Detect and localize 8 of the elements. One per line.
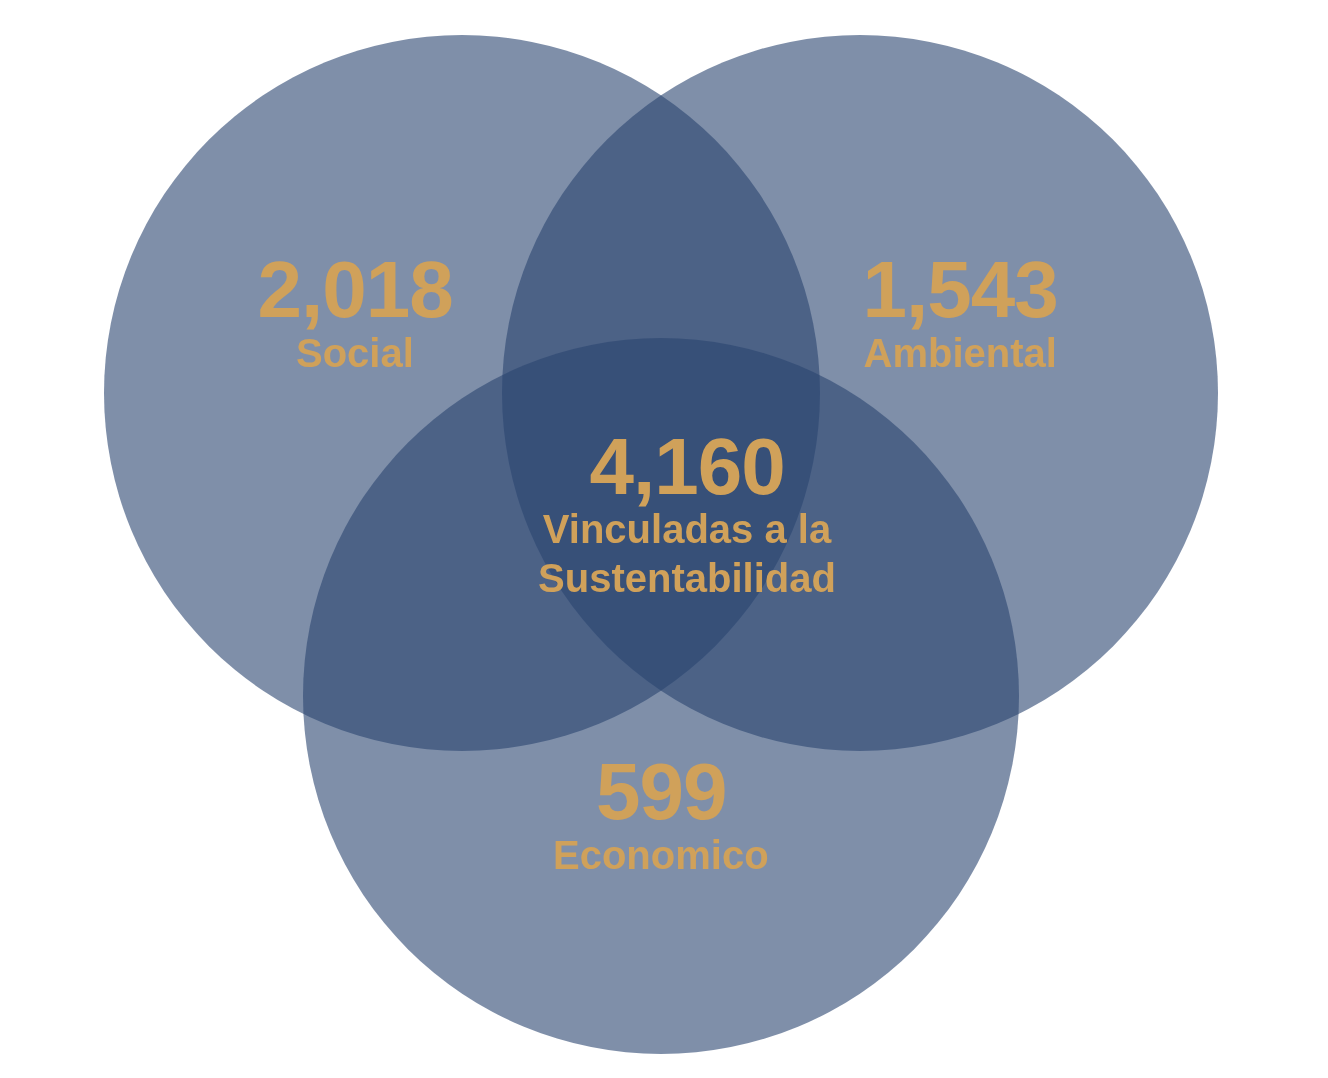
category-label: Ambiental — [863, 333, 1057, 373]
count-value: 4,160 — [589, 427, 785, 507]
category-label: Social — [296, 333, 414, 373]
count-value: 1,543 — [862, 250, 1058, 330]
count-value: 599 — [596, 752, 727, 832]
category-label: Economico — [553, 835, 769, 875]
overlap-label: Vinculadas a la Sustentabilidad — [537, 507, 837, 602]
count-value: 2,018 — [257, 250, 453, 330]
